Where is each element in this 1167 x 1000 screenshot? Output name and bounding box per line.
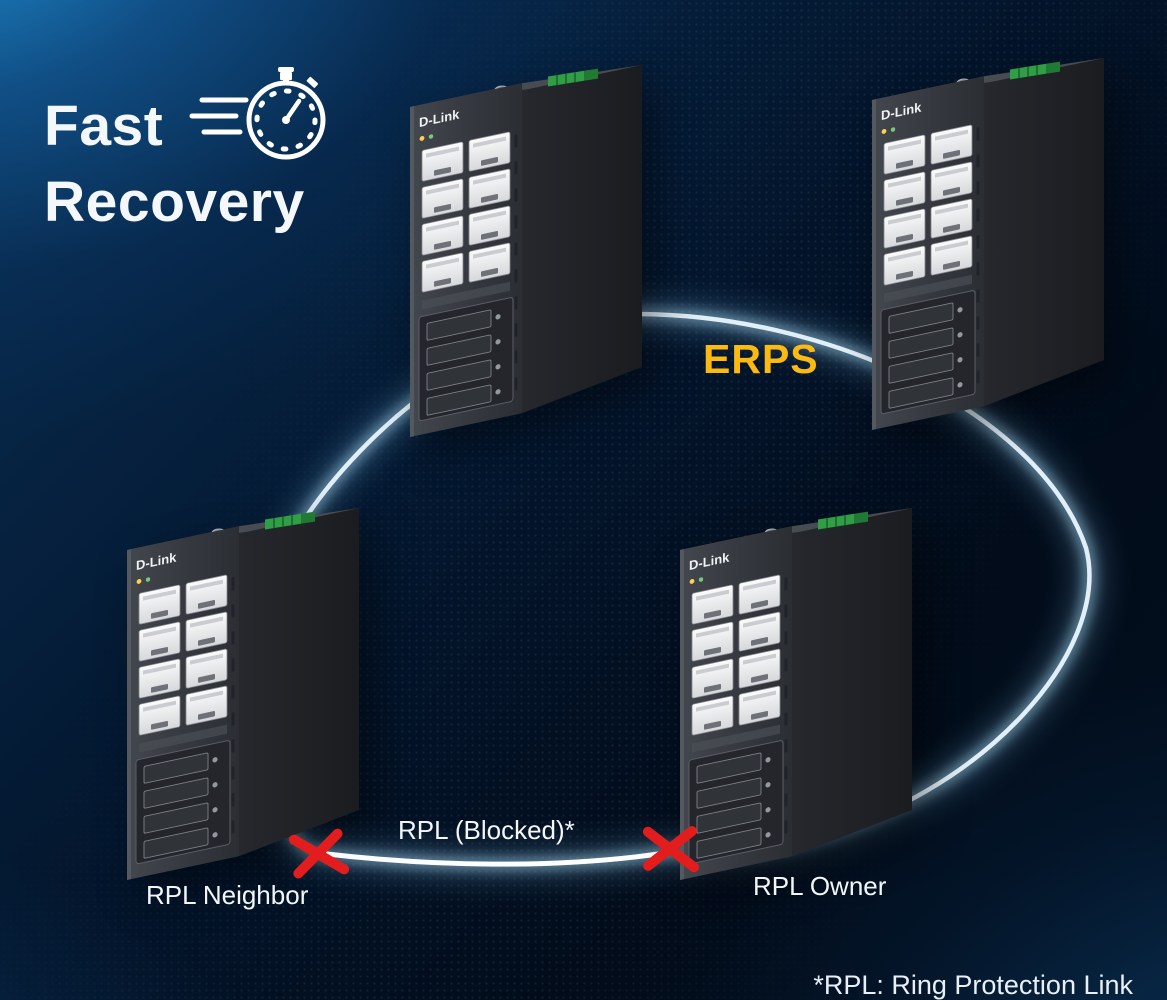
title-line-1: Fast (44, 94, 164, 158)
speed-lines (189, 97, 249, 135)
page-title: Fast Recovery (44, 88, 305, 240)
erps-label: ERPS (703, 336, 819, 382)
rpl-blocked-label: RPL (Blocked)* (398, 815, 575, 845)
title-line-2: Recovery (44, 170, 305, 234)
switch-top-right (860, 48, 1110, 438)
switch-top-left (398, 55, 648, 445)
switch-bottom-left (115, 498, 365, 888)
footnote-label: *RPL: Ring Protection Link (813, 970, 1133, 1000)
switch-bottom-right (668, 498, 918, 888)
stopwatch-crown (278, 67, 319, 88)
rpl-owner-label: RPL Owner (753, 871, 887, 901)
stopwatch-icon (189, 67, 326, 160)
rpl-neighbor-label: RPL Neighbor (146, 880, 309, 910)
